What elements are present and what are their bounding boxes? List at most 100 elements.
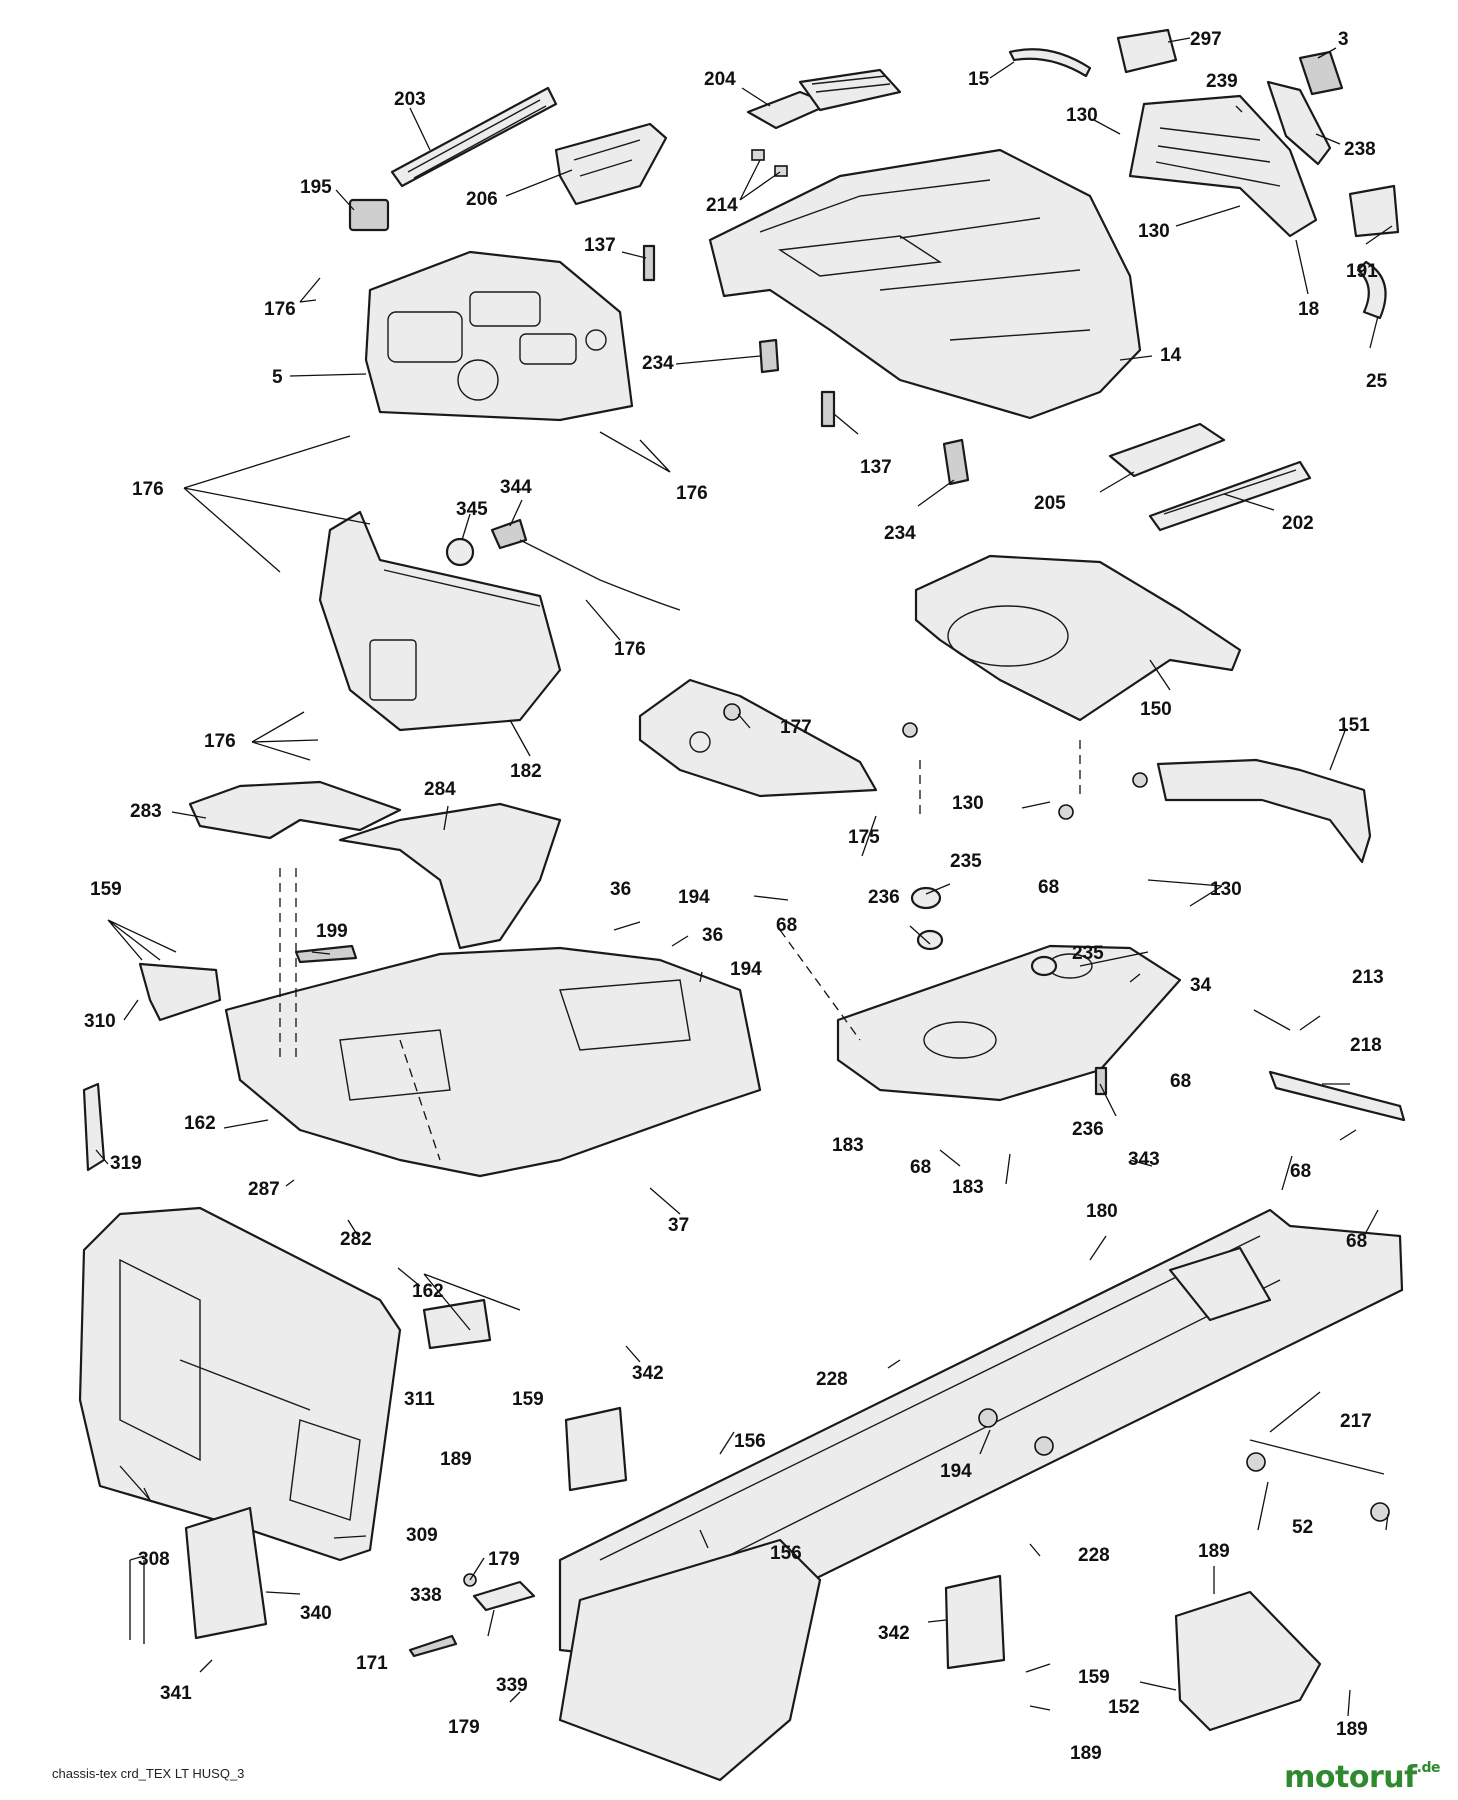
callout-217: 217 — [1340, 1411, 1372, 1432]
part-137-pad-a — [642, 244, 656, 282]
callout-162-b: 162 — [412, 1281, 444, 1302]
part-25-trim — [1356, 260, 1387, 320]
part-151-bracket — [1156, 758, 1372, 864]
callout-206: 206 — [466, 189, 498, 210]
part-340-plate — [184, 1506, 268, 1640]
callout-130-b: 130 — [1138, 221, 1170, 242]
part-182-lower-dash — [318, 510, 562, 732]
callout-137-a: 137 — [584, 235, 616, 256]
callout-37: 37 — [668, 1215, 690, 1236]
part-204-cover — [746, 68, 902, 130]
callout-287: 287 — [248, 1179, 280, 1200]
part-195-cap — [348, 198, 390, 232]
callout-194-a: 194 — [678, 887, 710, 908]
callout-5: 5 — [272, 367, 283, 388]
callout-239: 239 — [1206, 71, 1238, 92]
part-218-strap — [1268, 1070, 1406, 1122]
callout-308: 308 — [138, 1549, 170, 1570]
callout-235-b: 235 — [1072, 943, 1104, 964]
callout-339: 339 — [496, 1675, 528, 1696]
part-235-grommet-a — [910, 886, 942, 910]
part-34-seat-pan — [836, 944, 1182, 1102]
callout-338: 338 — [410, 1585, 442, 1606]
callout-36-b: 36 — [702, 925, 724, 946]
part-180-chassis-frame — [558, 1208, 1404, 1782]
callout-162-a: 162 — [184, 1113, 216, 1134]
part-206-bezel — [554, 122, 668, 206]
callout-344: 344 — [500, 477, 532, 498]
callout-175: 175 — [848, 827, 880, 848]
part-203-trim-strip — [390, 86, 558, 188]
callout-195: 195 — [300, 177, 332, 198]
callout-342-a: 342 — [632, 1363, 664, 1384]
callout-236-b: 236 — [1072, 1119, 1104, 1140]
part-342-plate-a — [564, 1406, 628, 1492]
callout-68-b: 68 — [776, 915, 798, 936]
part-284-cover — [338, 802, 562, 950]
part-130-screw-d1 — [1132, 772, 1148, 788]
part-319-rod — [82, 1082, 106, 1172]
callout-177: 177 — [780, 717, 812, 738]
part-345-plug — [445, 537, 475, 567]
part-283-cover — [188, 780, 402, 840]
callout-235-a: 235 — [950, 851, 982, 872]
callout-183-a: 183 — [832, 1135, 864, 1156]
part-150-tank-support — [914, 554, 1242, 722]
callout-180: 180 — [1086, 1201, 1118, 1222]
callout-204: 204 — [704, 69, 736, 90]
part-18-front-grille — [1128, 94, 1318, 238]
callout-309: 309 — [406, 1525, 438, 1546]
callout-130-d: 130 — [1210, 879, 1242, 900]
part-14-hood — [708, 148, 1142, 420]
callout-297: 297 — [1190, 29, 1222, 50]
callout-214: 214 — [706, 195, 738, 216]
callout-68-d: 68 — [1290, 1161, 1312, 1182]
callout-283: 283 — [130, 801, 162, 822]
callout-183-b: 183 — [952, 1177, 984, 1198]
part-214-clip-a — [751, 149, 765, 161]
part-191-cap — [1348, 184, 1400, 238]
callout-14: 14 — [1160, 345, 1182, 366]
callout-52: 52 — [1292, 1517, 1314, 1538]
part-194-nut-c1 — [978, 1408, 998, 1428]
callout-156-a: 156 — [734, 1431, 766, 1452]
part-37-fender-footwell — [224, 946, 762, 1178]
callout-319: 319 — [110, 1153, 142, 1174]
callout-179-a: 179 — [488, 1549, 520, 1570]
callout-236-a: 236 — [868, 887, 900, 908]
callout-194-b: 194 — [730, 959, 762, 980]
callout-234-a: 234 — [642, 353, 674, 374]
callout-238: 238 — [1344, 139, 1376, 160]
callout-202: 202 — [1282, 513, 1314, 534]
assembly-dash-lines — [279, 740, 1081, 1161]
callout-182: 182 — [510, 761, 542, 782]
part-171-pin — [408, 1634, 458, 1658]
callout-284: 284 — [424, 779, 456, 800]
part-341-clip — [129, 1555, 145, 1644]
part-310-bracket — [138, 962, 222, 1022]
part-175-bracket — [638, 678, 878, 798]
part-137-pad-b — [820, 390, 836, 428]
part-235-grommet-b — [1030, 955, 1058, 977]
watermark-tld: .de — [1416, 1760, 1441, 1776]
part-342-plate-b — [944, 1574, 1006, 1670]
callout-176-d: 176 — [614, 639, 646, 660]
callout-3: 3 — [1338, 29, 1349, 50]
part-3-emblem — [1298, 50, 1344, 96]
callout-159-b: 159 — [512, 1389, 544, 1410]
callout-340: 340 — [300, 1603, 332, 1624]
watermark-name: motoruf — [1284, 1760, 1417, 1795]
part-217-rod — [1249, 1439, 1385, 1475]
callout-15: 15 — [968, 69, 990, 90]
part-52-nut-a — [1246, 1452, 1266, 1472]
callout-194-c: 194 — [940, 1461, 972, 1482]
callout-152: 152 — [1108, 1697, 1140, 1718]
callout-228-b: 228 — [1078, 1545, 1110, 1566]
watermark-logo: motoruf.de — [1284, 1760, 1440, 1795]
callout-189-b: 189 — [1198, 1541, 1230, 1562]
part-234-pad-b — [942, 438, 970, 486]
callout-199: 199 — [316, 921, 348, 942]
part-238-lens — [1266, 80, 1332, 166]
callout-205: 205 — [1034, 493, 1066, 514]
